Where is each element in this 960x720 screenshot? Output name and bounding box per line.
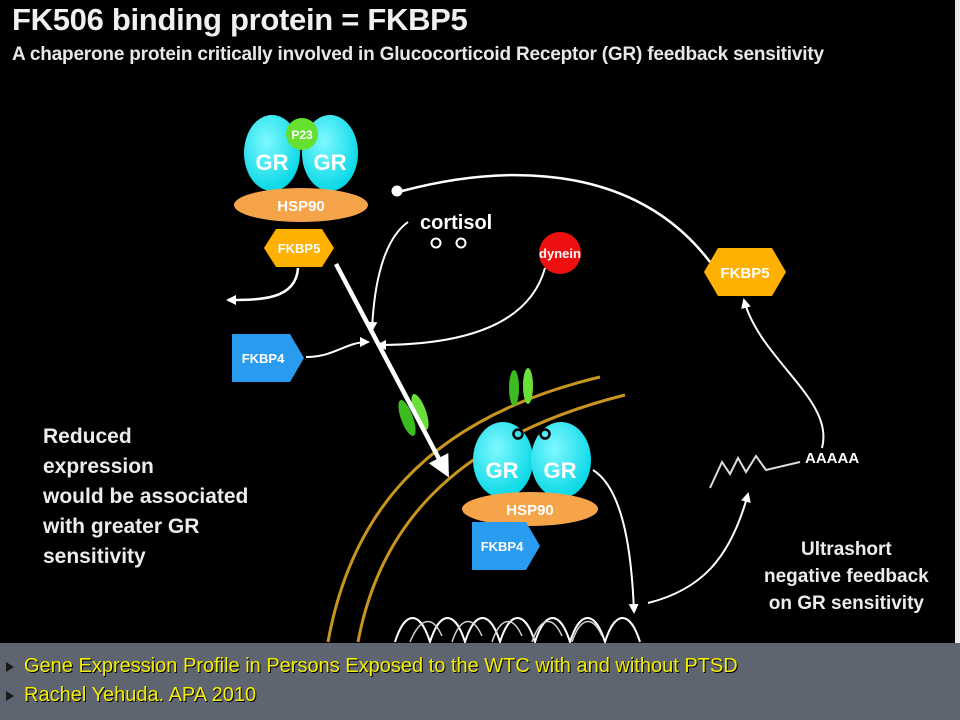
slide-title: FK506 binding protein = FKBP5 xyxy=(12,2,468,37)
nuclear-hsp90-label: HSP90 xyxy=(506,502,554,519)
cortisol-molecule-1 xyxy=(430,237,442,249)
nuclear-gr-left-label: GR xyxy=(486,458,519,483)
nuclear-membrane-outer xyxy=(326,375,601,643)
dynein-arrow xyxy=(376,267,546,350)
complex-to-dna-arrow xyxy=(592,469,639,614)
dynein-label: dynein xyxy=(539,246,581,261)
bound-cortisol-2 xyxy=(539,428,551,440)
translocation-arrow xyxy=(334,262,449,478)
slide-subtitle: A chaperone protein critically involved … xyxy=(12,44,824,65)
cortisol-entry-arrow xyxy=(367,221,409,332)
right-edge-strip xyxy=(955,0,960,643)
nuclear-gr-right xyxy=(531,422,591,498)
nuclear-membrane-inner xyxy=(356,393,626,643)
cortisol-label: cortisol xyxy=(420,212,492,234)
footer-bullet-2 xyxy=(6,691,14,701)
nuclear-hsp90 xyxy=(462,492,598,526)
reduced-expression-note: Reduced expression would be associated w… xyxy=(43,425,249,568)
top-fkbp5-hexagon xyxy=(264,229,334,267)
bound-cortisol-1 xyxy=(512,428,524,440)
fkbp5-release-arrow xyxy=(226,267,300,305)
top-gr-right-label: GR xyxy=(314,150,347,175)
dna-helix-strand-b xyxy=(409,621,603,643)
dna-helix-strand-a xyxy=(394,617,641,643)
footer-citation-line-1: Gene Expression Profile in Persons Expos… xyxy=(24,655,738,677)
footer-bullet-1 xyxy=(6,662,14,672)
top-gr-left-label: GR xyxy=(256,150,289,175)
fkbp4-cytoplasm-shape xyxy=(232,334,304,382)
top-fkbp5-label: FKBP5 xyxy=(278,241,321,256)
mrna-squiggle xyxy=(709,454,801,489)
polya-label: AAAAA xyxy=(805,450,859,467)
ultrashort-feedback-note: Ultrashort negative feedback on GR sensi… xyxy=(764,539,929,614)
nuclear-gr-left xyxy=(473,422,533,498)
nuclear-gr-right-label: GR xyxy=(544,458,577,483)
top-hsp90 xyxy=(234,188,368,222)
nuclear-fkbp4-shape xyxy=(472,522,540,570)
feedback-return-line xyxy=(401,173,711,263)
feedback-origin-dot xyxy=(391,185,403,197)
fkbp4-arrow xyxy=(305,337,370,358)
p23-node xyxy=(286,118,318,150)
footer-citation-line-2: Rachel Yehuda. APA 2010 xyxy=(24,684,257,706)
gr-feedback-diagram: GR GR P23 HSP90 FKBP5 cortisol dynein FK… xyxy=(226,115,859,643)
dynein-node xyxy=(539,232,581,274)
nuclear-fkbp4-label: FKBP4 xyxy=(481,539,524,554)
nuclear-gr-complex: GR GR HSP90 FKBP4 xyxy=(462,422,598,570)
right-fkbp5-hexagon xyxy=(704,248,786,296)
top-gr-complex: GR GR P23 HSP90 FKBP5 xyxy=(234,115,368,267)
slide-canvas: FK506 binding protein = FKBP5 A chaperon… xyxy=(12,0,960,643)
cortisol-molecule-2 xyxy=(455,237,467,249)
nuclear-pore-left xyxy=(398,394,429,436)
slide-footer: Gene Expression Profile in Persons Expos… xyxy=(0,643,960,720)
nuclear-pore-right xyxy=(509,368,533,406)
right-fkbp5-label: FKBP5 xyxy=(720,265,769,282)
fkbp4-cytoplasm-label: FKBP4 xyxy=(242,351,285,366)
transcription-arrow xyxy=(647,492,751,604)
translation-arrow xyxy=(741,298,825,449)
p23-label: P23 xyxy=(291,128,313,142)
top-hsp90-label: HSP90 xyxy=(277,198,325,215)
